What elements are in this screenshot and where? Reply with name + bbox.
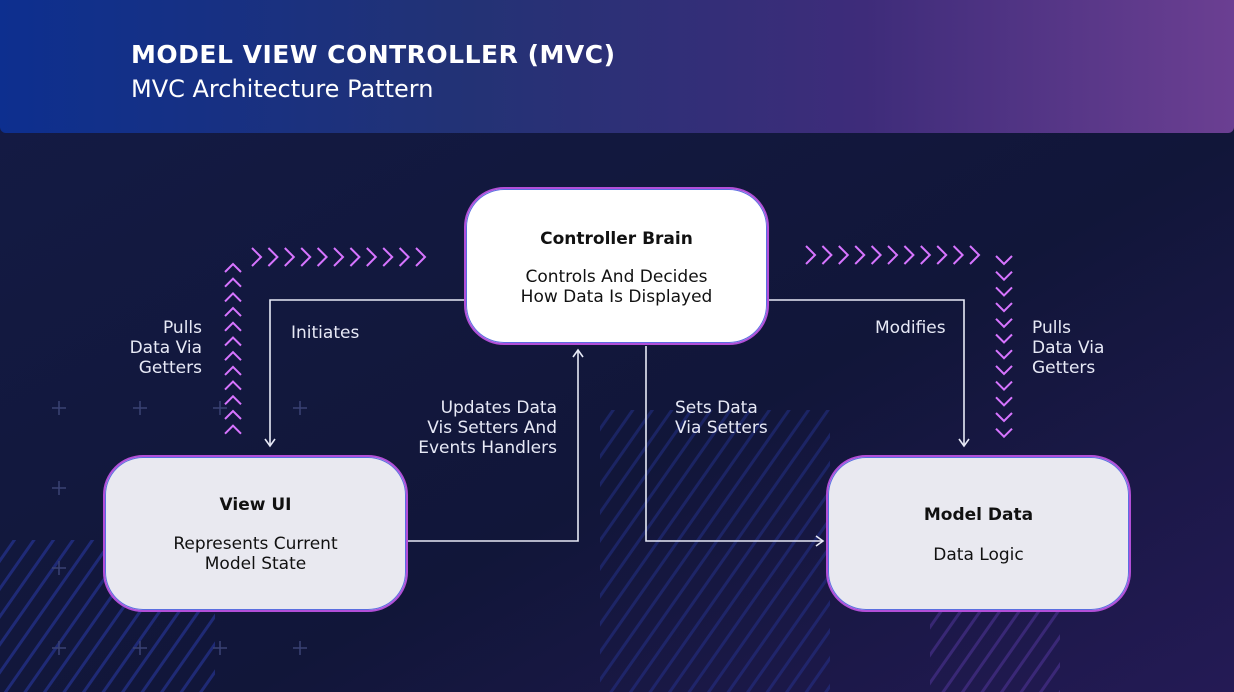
chevron-up-icon — [224, 306, 242, 317]
chevron-down-icon — [995, 412, 1013, 423]
plus-grid-decoration — [52, 401, 307, 655]
edge-sets — [645, 346, 825, 547]
chevron-right-icon — [805, 245, 817, 265]
chevron-up-icon — [224, 380, 242, 391]
chevron-down-icon — [995, 286, 1013, 297]
chevron-right-icon — [887, 245, 899, 265]
model-description: Data Logic — [933, 545, 1024, 565]
chevron-down-icon — [995, 396, 1013, 407]
chevron-up-icon — [224, 336, 242, 347]
header-banner: MODEL VIEW CONTROLLER (MVC) MVC Architec… — [0, 0, 1234, 133]
chevron-right-icon — [936, 245, 948, 265]
chevron-up-icon — [224, 321, 242, 332]
label-sets: Sets Data Via Setters — [675, 398, 768, 438]
edge-modifies — [769, 299, 970, 448]
chevron-up-icon — [224, 424, 242, 435]
chevron-right-icon — [903, 245, 915, 265]
chevron-right-icon — [366, 247, 378, 267]
chevron-down-icon — [995, 427, 1013, 439]
chevron-down-icon — [995, 255, 1013, 266]
chevron-right-icon — [398, 247, 411, 267]
controller-title: Controller Brain — [540, 229, 693, 249]
chevron-right-icon — [821, 245, 833, 265]
label-modifies: Modifies — [875, 318, 946, 338]
label-initiates: Initiates — [291, 323, 360, 343]
page-subtitle: MVC Architecture Pattern — [131, 75, 434, 103]
chevron-right-icon — [300, 247, 312, 267]
chevron-right-icon — [316, 247, 329, 267]
model-title: Model Data — [923, 505, 1034, 525]
chevron-right-icon — [267, 247, 279, 267]
label-pulls-left: Pulls Data Via Getters — [129, 318, 202, 378]
view-description: Represents Current Model State — [173, 534, 338, 574]
chevron-right-icon — [284, 247, 296, 267]
chevron-down-icon — [995, 333, 1013, 344]
chevron-down-icon — [995, 380, 1013, 392]
chevron-down-icon — [995, 318, 1013, 329]
chevron-up-icon — [224, 262, 242, 273]
chevron-up-icon — [224, 277, 242, 288]
view-title: View UI — [219, 495, 292, 515]
chevron-down-icon — [995, 302, 1013, 313]
stripe-pattern-center — [600, 410, 830, 692]
chevron-up-icon — [224, 291, 242, 303]
chevron-right-icon — [415, 247, 427, 267]
chevron-right-icon — [838, 245, 850, 265]
label-updates: Updates Data Vis Setters And Events Hand… — [418, 398, 557, 458]
chevron-down-icon — [995, 349, 1013, 360]
chevron-right-icon — [349, 247, 361, 267]
model-node: Model Data Data Logic — [826, 455, 1131, 612]
chevron-up-icon — [224, 350, 242, 361]
chevron-down-icon — [995, 365, 1013, 376]
chevron-up-icon — [224, 409, 242, 420]
chevron-right-icon — [382, 247, 394, 267]
view-node: View UI Represents Current Model State — [103, 455, 408, 612]
chevron-right-icon — [854, 245, 866, 265]
chevron-right-icon — [969, 245, 981, 265]
chevron-up-icon — [224, 394, 242, 406]
edge-updates — [408, 348, 584, 542]
chevron-right-icon — [920, 245, 932, 265]
chevron-down-icon — [995, 270, 1013, 282]
chevron-right-icon — [952, 245, 965, 265]
edge-initiates — [264, 299, 464, 448]
controller-description: Controls And Decides How Data Is Display… — [520, 267, 713, 307]
chevron-right-icon — [333, 247, 345, 267]
label-pulls-right: Pulls Data Via Getters — [1032, 318, 1105, 378]
chevron-up-icon — [224, 365, 242, 376]
chevron-right-icon — [251, 247, 263, 267]
controller-node: Controller Brain Controls And Decides Ho… — [464, 187, 769, 345]
page-title: MODEL VIEW CONTROLLER (MVC) — [131, 40, 616, 69]
stripe-pattern-right — [930, 600, 1060, 692]
chevron-arrows — [224, 245, 1013, 439]
chevron-right-icon — [870, 245, 883, 265]
